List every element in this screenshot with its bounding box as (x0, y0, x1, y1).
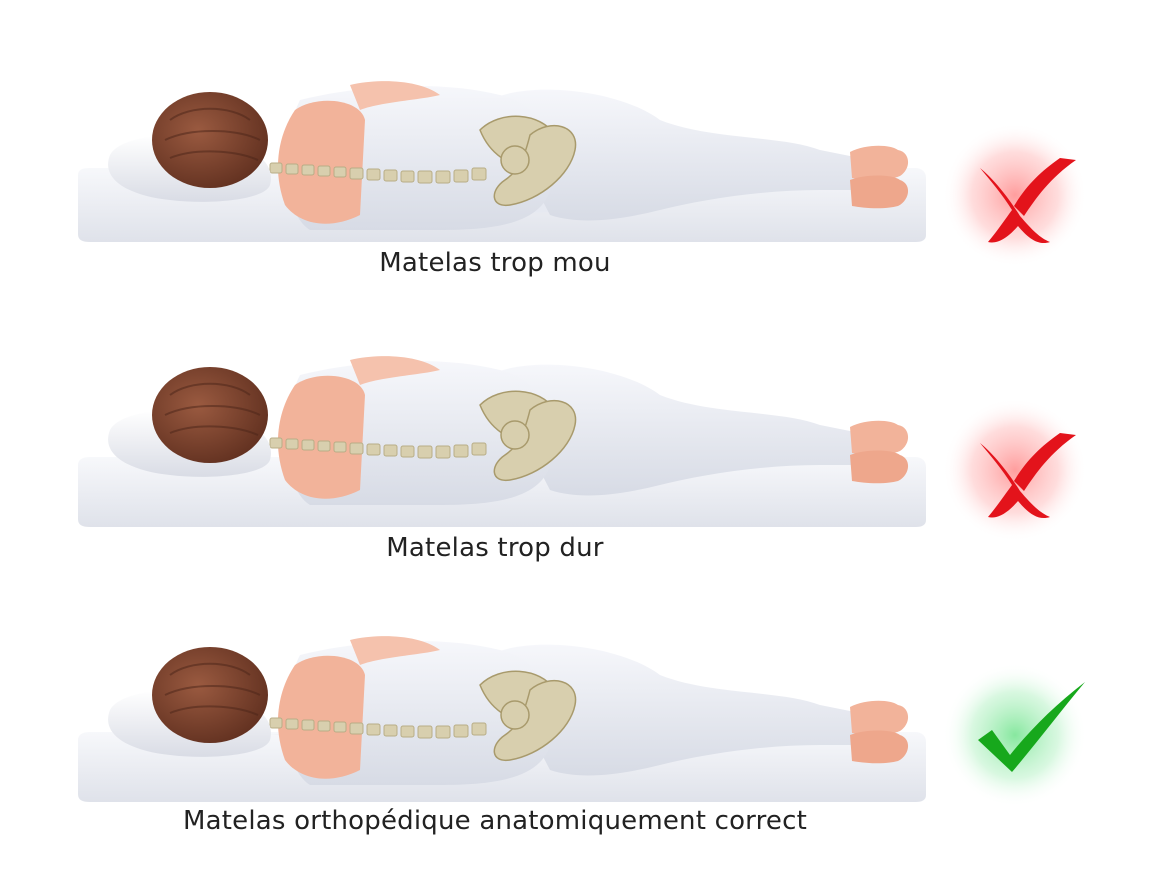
caption-too-hard: Matelas trop dur (386, 533, 604, 563)
cross-icon (943, 398, 1087, 542)
caption-too-soft: Matelas trop mou (379, 248, 611, 278)
illustration-too-hard (78, 355, 926, 527)
checkmark-icon (943, 663, 1087, 807)
illustration-orthopedic (78, 635, 926, 802)
panel-orthopedic: Matelas orthopédique anatomiquement corr… (0, 580, 1152, 870)
illustration-too-soft (78, 80, 926, 242)
panel-too-soft: Matelas trop mou (0, 20, 1152, 310)
panel-too-hard: Matelas trop dur (0, 305, 1152, 595)
caption-orthopedic: Matelas orthopédique anatomiquement corr… (182, 806, 808, 836)
cross-icon (943, 123, 1087, 267)
